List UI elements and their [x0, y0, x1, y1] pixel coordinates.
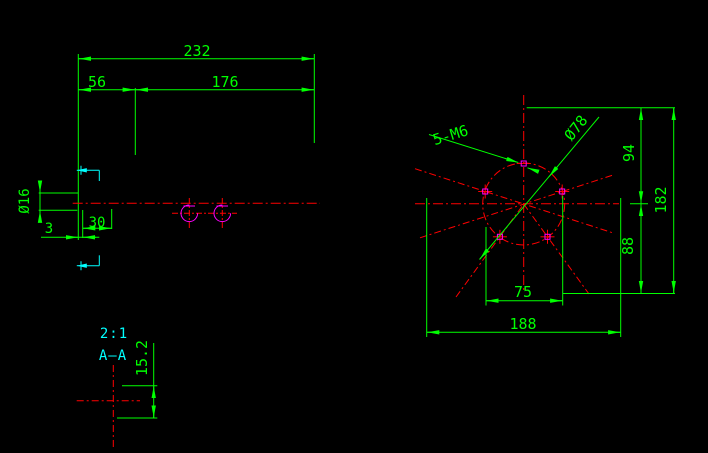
dim-label-182[interactable]: 182: [652, 186, 670, 213]
bolt-circle-leader-line: [479, 116, 600, 260]
section-detail-view[interactable]: 2:1 A—A 15.2: [76, 326, 158, 447]
section-cut-marker-top[interactable]: [76, 165, 100, 181]
hole-mark: [520, 160, 527, 167]
hole-mark: [559, 188, 566, 195]
leader-arrow: [527, 167, 540, 174]
detail-scale-label[interactable]: 2:1: [100, 326, 128, 342]
hole-mark: [482, 188, 489, 195]
dim-label-176[interactable]: 176: [211, 73, 238, 91]
dim-label-15-2[interactable]: 15.2: [133, 340, 151, 376]
section-cut-marker-bottom[interactable]: [76, 255, 100, 271]
dim-label-dia16[interactable]: Ø16: [17, 188, 33, 213]
thread-leader-line: [428, 134, 517, 163]
bolt-hole-lower-left[interactable]: [492, 229, 507, 244]
dim-label-56[interactable]: 56: [88, 73, 106, 91]
thread-note-label[interactable]: 5-M6: [431, 121, 471, 149]
leader-arrow: [504, 156, 519, 163]
dim-label-94[interactable]: 94: [620, 144, 638, 162]
radial-centerline: [419, 174, 613, 239]
dim-label-88[interactable]: 88: [619, 237, 637, 255]
bolt-circle-view[interactable]: 5-M6 Ø78 94 88 182 75 188: [414, 95, 676, 337]
bolt-hole-top[interactable]: [516, 160, 531, 167]
dim-label-188[interactable]: 188: [509, 315, 536, 333]
hole-mark: [544, 233, 551, 240]
dim-label-3[interactable]: 3: [45, 221, 53, 237]
radial-centerline: [414, 168, 613, 234]
hole-mark: [496, 233, 503, 240]
threaded-hole-circle[interactable]: [213, 204, 232, 223]
dim-label-232[interactable]: 232: [183, 42, 210, 60]
threaded-hole-circle[interactable]: [180, 204, 199, 223]
bolt-hole-lower-right[interactable]: [540, 229, 555, 244]
leader-arrow: [479, 248, 490, 260]
dim-label-30[interactable]: 30: [89, 215, 106, 231]
radial-centerline: [523, 203, 590, 295]
section-label[interactable]: A—A: [99, 348, 127, 364]
leader-arrow: [548, 166, 559, 178]
dim-label-75[interactable]: 75: [514, 283, 532, 301]
bolt-circle-label[interactable]: Ø78: [561, 112, 592, 144]
bolt-hole-upper-left[interactable]: [478, 184, 493, 199]
top-view[interactable]: 232 56 176 Ø16 30 3: [17, 42, 320, 271]
